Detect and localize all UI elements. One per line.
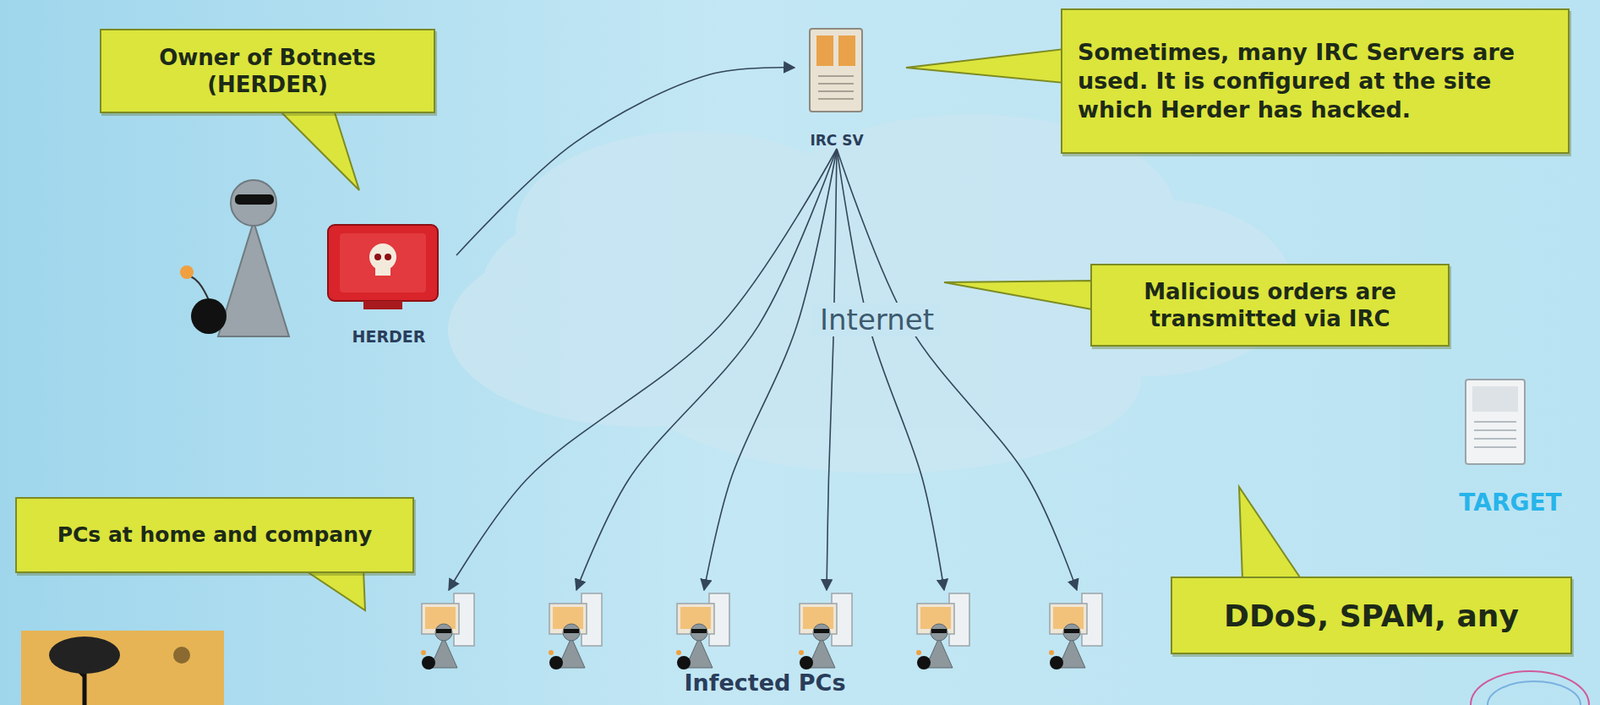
herder-computer: HERDER: [321, 218, 457, 350]
callout-text: Sometimes, many IRC Servers are used. It…: [1077, 38, 1553, 124]
callout-text: PCs at home and company: [57, 521, 373, 548]
node-label: Infected PCs: [684, 668, 847, 698]
infected-pc: [1048, 593, 1103, 670]
irc-server: IRC SV: [794, 23, 880, 153]
callout-box: Sometimes, many IRC Servers are used. It…: [1060, 8, 1570, 154]
callout-text: Malicious orders are transmitted via IRC: [1103, 278, 1437, 334]
node-label: IRC SV: [809, 131, 863, 150]
infected-pcs: Infected PCs: [414, 589, 1116, 700]
node-label: TARGET: [1458, 487, 1562, 518]
connector-arrow: [448, 148, 837, 590]
connector-arrow: [836, 148, 945, 590]
callout-box: Malicious orders are transmitted via IRC: [1090, 263, 1450, 347]
callout-text: Owner of Botnets (HERDER): [123, 43, 412, 99]
connector-arrow: [456, 67, 795, 256]
internet-label: Internet: [813, 302, 941, 337]
callout-box: PCs at home and company: [15, 496, 415, 574]
logo: [21, 630, 224, 705]
infected-pc: [420, 593, 475, 670]
connector-arrow: [836, 148, 1077, 590]
connector-arrow: [826, 148, 837, 590]
infected-pc: [916, 593, 970, 670]
herder-figure: [180, 180, 290, 337]
infected-pc: [676, 593, 730, 670]
infected-pc: [798, 593, 852, 670]
target-server: TARGET: [1447, 376, 1574, 520]
callout-box: Owner of Botnets (HERDER): [99, 28, 436, 114]
callout-box: DDoS, SPAM, any: [1170, 576, 1573, 655]
connector-arrow: [576, 148, 837, 590]
infected-pc: [548, 593, 602, 670]
connector-arrow: [704, 148, 837, 590]
corner-decoration: [1470, 671, 1590, 705]
node-label: HERDER: [352, 327, 426, 348]
callout-text: DDoS, SPAM, any: [1223, 596, 1519, 635]
